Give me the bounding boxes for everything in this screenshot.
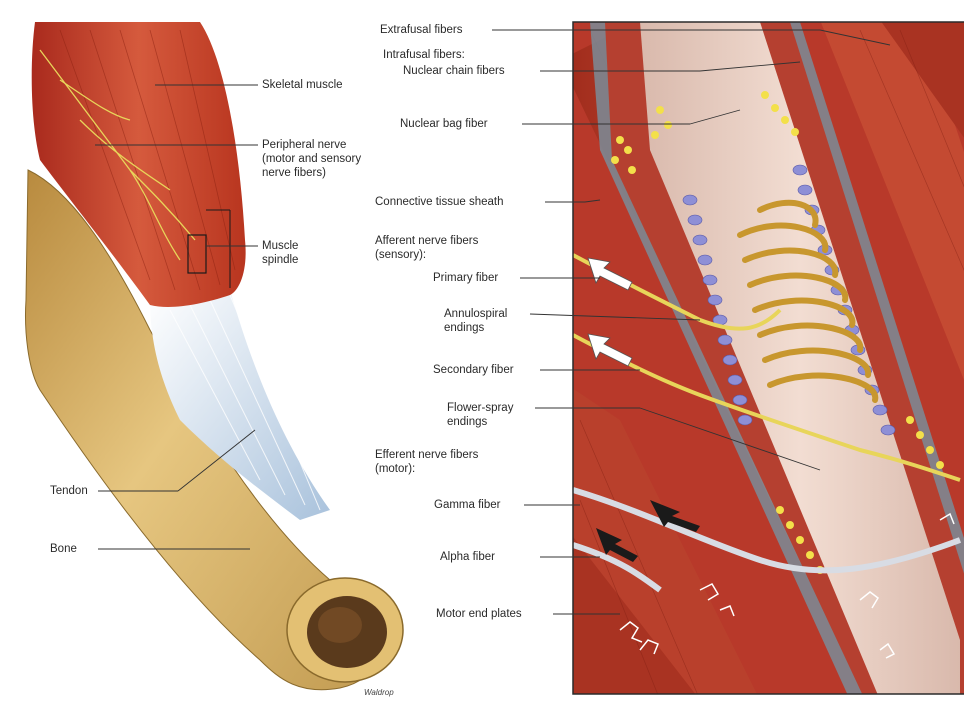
label-afferent-nerve-fibers: Afferent nerve fibers (sensory): — [375, 234, 478, 262]
label-peripheral-nerve-line2: (motor and sensory — [262, 152, 361, 166]
label-annulospiral-line1: Annulospiral — [444, 307, 507, 321]
label-extrafusal-fibers: Extrafusal fibers — [380, 23, 462, 37]
label-efferent-nerve-fibers: Efferent nerve fibers (motor): — [375, 448, 478, 476]
label-gamma-fiber: Gamma fiber — [434, 498, 500, 512]
label-bone: Bone — [50, 542, 77, 556]
label-muscle-spindle-line1: Muscle — [262, 239, 298, 253]
label-tendon: Tendon — [50, 484, 88, 498]
label-afferent-line1: Afferent nerve fibers — [375, 234, 478, 248]
label-efferent-line1: Efferent nerve fibers — [375, 448, 478, 462]
label-flower-spray-endings: Flower-spray endings — [447, 401, 513, 429]
label-afferent-line2: (sensory): — [375, 248, 478, 262]
label-peripheral-nerve-line3: nerve fibers) — [262, 166, 361, 180]
label-primary-fiber: Primary fiber — [433, 271, 498, 285]
label-motor-end-plates: Motor end plates — [436, 607, 522, 621]
label-nuclear-chain-fibers: Nuclear chain fibers — [403, 64, 505, 78]
label-muscle-spindle: Muscle spindle — [262, 239, 298, 267]
label-peripheral-nerve: Peripheral nerve (motor and sensory nerv… — [262, 138, 361, 180]
muscle-illustration — [26, 22, 403, 690]
label-muscle-spindle-line2: spindle — [262, 253, 298, 267]
label-alpha-fiber: Alpha fiber — [440, 550, 495, 564]
label-skeletal-muscle: Skeletal muscle — [262, 78, 343, 92]
label-connective-tissue-sheath: Connective tissue sheath — [375, 195, 504, 209]
label-efferent-line2: (motor): — [375, 462, 478, 476]
label-flower-spray-line2: endings — [447, 415, 513, 429]
label-nuclear-bag-fiber: Nuclear bag fiber — [400, 117, 488, 131]
label-secondary-fiber: Secondary fiber — [433, 363, 514, 377]
label-flower-spray-line1: Flower-spray — [447, 401, 513, 415]
label-peripheral-nerve-line1: Peripheral nerve — [262, 138, 361, 152]
label-annulospiral-line2: endings — [444, 321, 507, 335]
label-intrafusal-fibers: Intrafusal fibers: — [383, 48, 465, 62]
label-annulospiral-endings: Annulospiral endings — [444, 307, 507, 335]
artist-signature: Waldrop — [364, 686, 394, 700]
